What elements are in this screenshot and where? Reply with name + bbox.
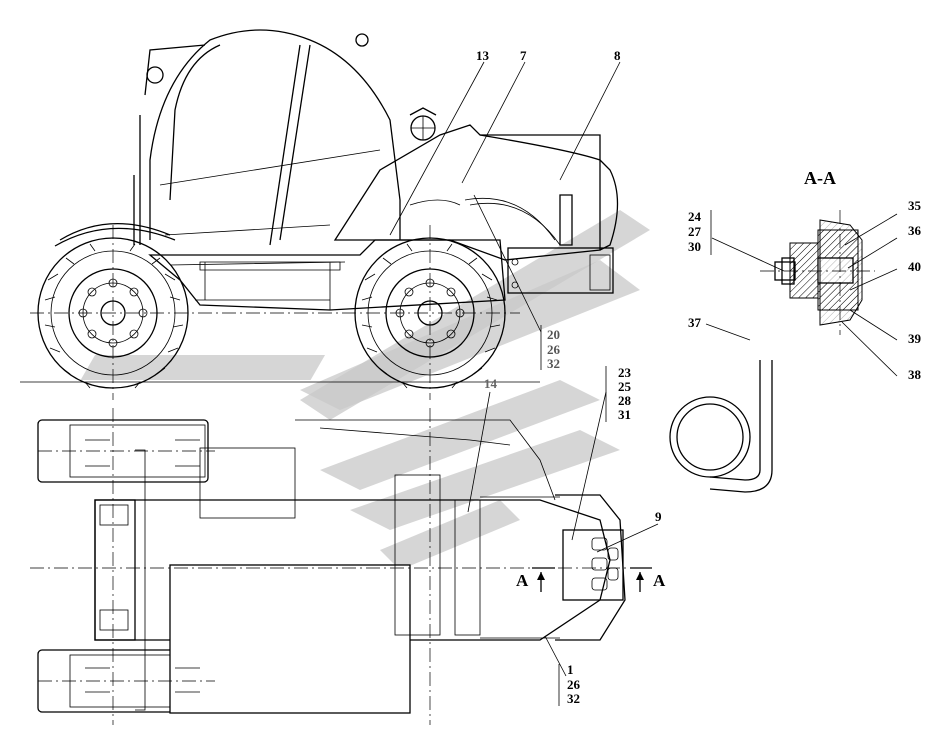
callout-32b: 32 — [567, 691, 580, 706]
callout-32a: 32 — [547, 356, 560, 371]
cab — [133, 29, 401, 246]
callout-14: 14 — [484, 376, 498, 391]
callout-25: 25 — [618, 379, 632, 394]
callout-labels: A-A A A 13 7 8 14 9 20 26 32 23 25 28 31… — [476, 48, 922, 706]
callout-9: 9 — [655, 509, 662, 524]
section-marker-left: A — [516, 571, 529, 590]
tire-tread — [44, 243, 501, 389]
section-detail — [669, 210, 875, 493]
callout-7: 7 — [520, 48, 527, 63]
top-view — [30, 408, 652, 725]
callout-23: 23 — [618, 365, 632, 380]
wheel-bolts — [85, 439, 200, 693]
callout-1: 1 — [567, 662, 574, 677]
callout-37: 37 — [688, 315, 702, 330]
section-title: A-A — [804, 168, 836, 188]
callout-20: 20 — [547, 327, 560, 342]
side-view — [20, 29, 619, 400]
callout-36: 36 — [908, 223, 922, 238]
watermark-logo — [80, 210, 650, 570]
callout-39: 39 — [908, 331, 922, 346]
callout-38: 38 — [908, 367, 922, 382]
quick-hitch — [507, 247, 614, 294]
section-cut-markers — [532, 567, 652, 592]
hitch-plan — [480, 494, 626, 641]
callout-13: 13 — [476, 48, 490, 63]
callout-24: 24 — [688, 209, 702, 224]
callout-35: 35 — [908, 198, 922, 213]
boom — [333, 107, 619, 261]
callout-40: 40 — [908, 259, 921, 274]
callout-27: 27 — [688, 224, 702, 239]
section-marker-right: A — [653, 571, 666, 590]
leader-lines — [389, 61, 898, 706]
callout-30: 30 — [688, 239, 701, 254]
callout-8: 8 — [614, 48, 621, 63]
callout-28: 28 — [618, 393, 632, 408]
callout-26b: 26 — [567, 677, 581, 692]
callout-31: 31 — [618, 407, 631, 422]
callout-26a: 26 — [547, 342, 561, 357]
